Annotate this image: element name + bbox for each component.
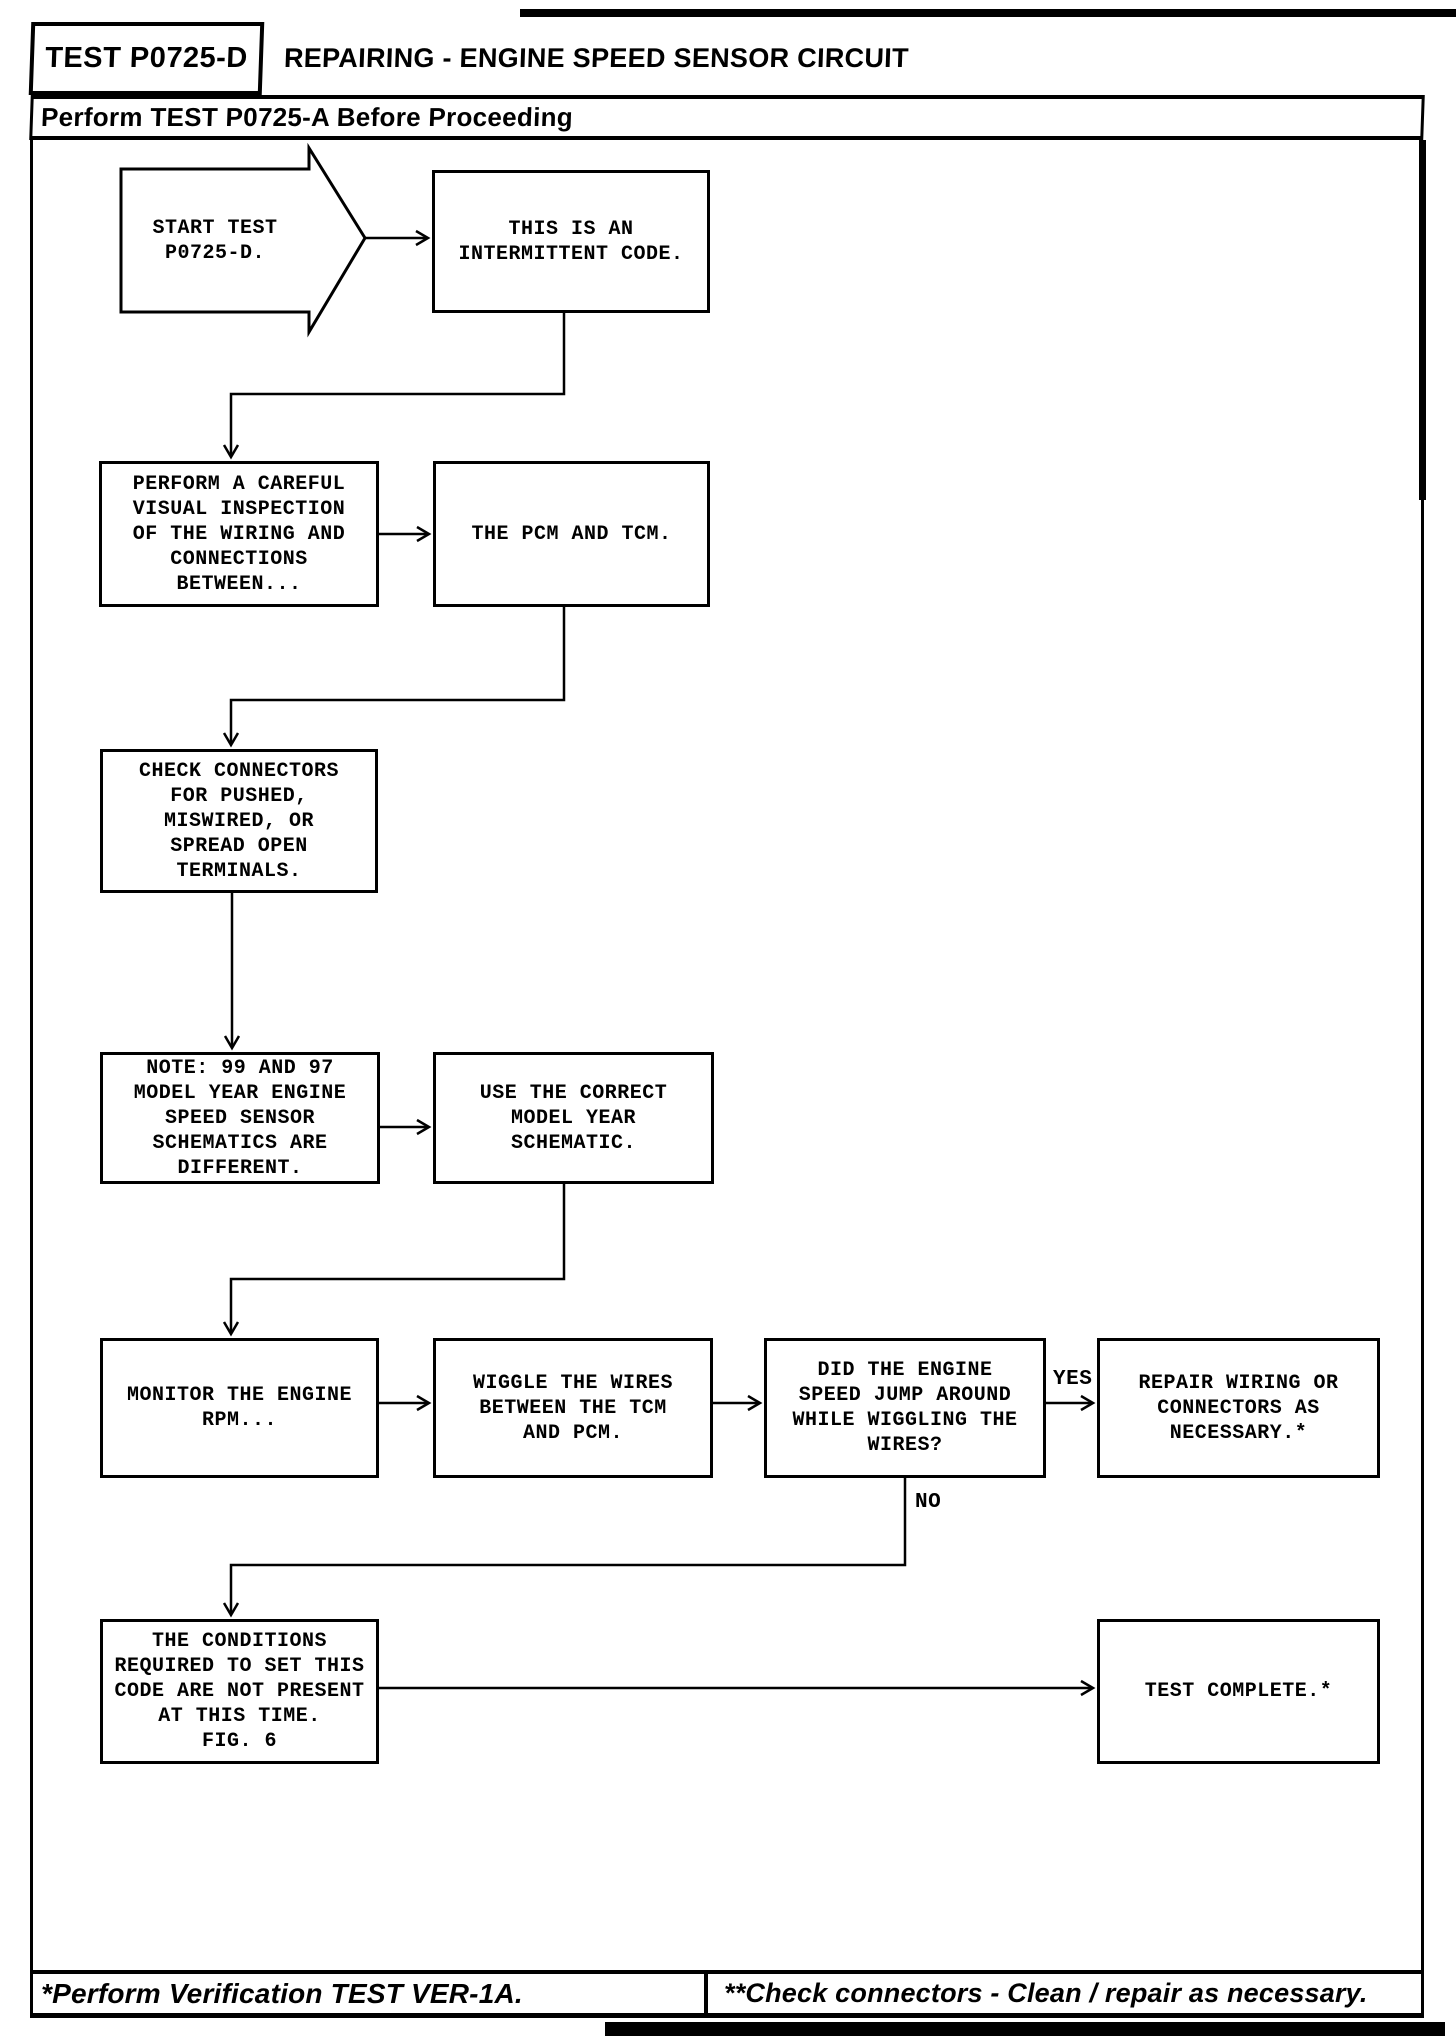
- footer-note-connectors: **Check connectors - Clean / repair as n…: [708, 1974, 1421, 2013]
- connector-intermittent-to-inspection: [222, 313, 566, 460]
- footer-left-text: *Perform Verification TEST VER-1A.: [41, 1977, 523, 2009]
- flow-node-conditions-not-present: THE CONDITIONS REQUIRED TO SET THIS CODE…: [100, 1619, 379, 1764]
- footer-right-text: **Check connectors - Clean / repair as n…: [724, 1978, 1368, 2008]
- flow-node-wiggle-wires: WIGGLE THE WIRES BETWEEN THE TCM AND PCM…: [433, 1338, 713, 1478]
- flow-node-start: START TEST P0725-D.: [152, 216, 278, 265]
- branch-label-yes: YES: [1051, 1368, 1095, 1391]
- flow-node-test-complete: TEST COMPLETE.*: [1097, 1619, 1380, 1764]
- page-border-right: [1421, 140, 1424, 1970]
- start-arrow-shape: [119, 142, 367, 338]
- footer-bar: *Perform Verification TEST VER-1A. **Che…: [30, 1970, 1424, 2018]
- connector-pcm-to-checkconnectors: [222, 607, 566, 748]
- flow-node-use-schematic: USE THE CORRECT MODEL YEAR SCHEMATIC.: [433, 1052, 714, 1184]
- connector-schematic-to-monitor: [222, 1184, 566, 1337]
- flow-node-speed-jump-question: DID THE ENGINE SPEED JUMP AROUND WHILE W…: [764, 1338, 1046, 1478]
- flow-node-intermittent-code: THIS IS AN INTERMITTENT CODE.: [432, 170, 710, 313]
- scan-artifact-bottom-bar: [605, 2022, 1445, 2036]
- scan-artifact-top-bar: [520, 9, 1456, 17]
- branch-label-no: NO: [913, 1491, 944, 1514]
- flow-node-note-model-year: NOTE: 99 AND 97 MODEL YEAR ENGINE SPEED …: [100, 1052, 380, 1184]
- page-border-left: [30, 140, 33, 1970]
- flow-node-monitor-rpm: MONITOR THE ENGINE RPM...: [100, 1338, 379, 1478]
- flow-node-repair-wiring: REPAIR WIRING OR CONNECTORS AS NECESSARY…: [1097, 1338, 1380, 1478]
- flow-node-pcm-and-tcm: THE PCM AND TCM.: [433, 461, 710, 607]
- flow-node-visual-inspection: PERFORM A CAREFUL VISUAL INSPECTION OF T…: [99, 461, 379, 607]
- flow-node-check-connectors: CHECK CONNECTORS FOR PUSHED, MISWIRED, O…: [100, 749, 378, 893]
- connector-no-to-conditions: [222, 1478, 907, 1618]
- footer-note-verification: *Perform Verification TEST VER-1A.: [33, 1974, 708, 2013]
